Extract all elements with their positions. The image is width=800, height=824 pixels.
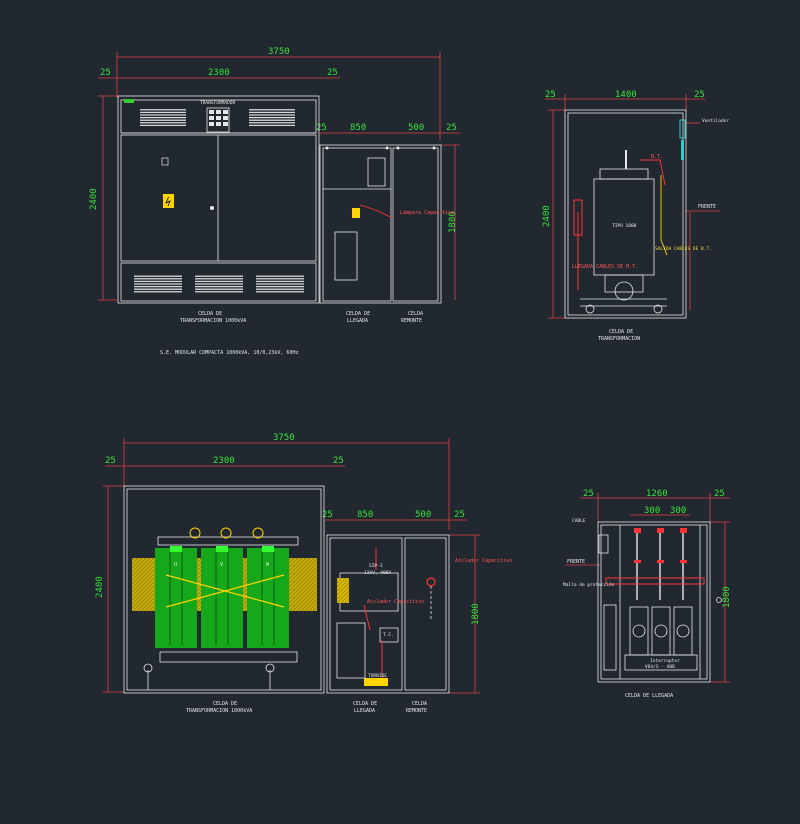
tie-label: TORNIDE [368, 673, 387, 679]
tipo-label: TIPO 1000 [612, 223, 637, 229]
side-view-top: 25 1400 25 2400 Ventilador FRENTE B.T. T… [542, 90, 729, 342]
coil-w: W [266, 562, 270, 568]
dim-left-gap-det: 25 [583, 489, 594, 499]
side-label-2: TRANSFORMACION [598, 336, 640, 342]
label-remonte-2-b: REMONTE [406, 708, 427, 714]
cable-label: CABLE [572, 518, 586, 524]
dim-500: 500 [408, 123, 424, 133]
label-transform-1-b: CELDA DE [213, 701, 237, 707]
warning-sign-icon-2 [352, 208, 360, 218]
dim-right-gap-side: 25 [694, 90, 705, 100]
label-remonte-2: REMONTE [401, 318, 422, 324]
ventilador-label: Ventilador [702, 118, 729, 124]
label-transform-1: CELDA DE [198, 311, 222, 317]
llegada-detail-bottom: 25 1260 25 300 300 1800 [563, 489, 732, 699]
dim-gap-b-b: 25 [322, 510, 333, 520]
fuse-model-2: VD4/S - ABB [645, 664, 675, 670]
dim-height-b: 2400 [95, 576, 105, 598]
side-label-1: CELDA DE [609, 329, 633, 335]
dim-total-width-b: 3750 [273, 433, 295, 443]
dim-right-gap-det: 25 [714, 489, 725, 499]
aislador-label-2: Aislador Capacitivo [455, 558, 512, 564]
dim-gap-c: 25 [446, 123, 457, 133]
frente-label: FRENTE [698, 204, 716, 210]
dim-sep-1: 300 [644, 506, 660, 516]
dim-right-gap-b: 25 [333, 456, 344, 466]
entrada-label: LLEGADA CABLES DE M.T. [572, 264, 638, 270]
label-remonte-1-b: CELDA [412, 701, 427, 707]
fuse-model: Interruptor [650, 658, 680, 664]
dim-cell-width-b: 2300 [213, 456, 235, 466]
caption: S.E. MODULAR COMPACTA 1000kVA, 10/0,23kV… [160, 350, 298, 356]
label-llegada-2-b: LLEGADA [354, 708, 375, 714]
dim-total-width: 3750 [268, 47, 290, 57]
dim-width-side: 1400 [615, 90, 637, 100]
dim-height-side: 2400 [542, 205, 552, 227]
coil-v: V [220, 562, 223, 568]
bt-label: B.T. [651, 154, 663, 160]
detail-label: CELDA DE LLEGADA [625, 693, 673, 699]
dim-left-gap-side: 25 [545, 90, 556, 100]
label-remonte-1: CELDA [408, 311, 423, 317]
dim-height-small: 1800 [448, 211, 458, 233]
dim-gap-b: 25 [316, 123, 327, 133]
dim-500-b: 500 [415, 510, 431, 520]
lamp-label: Lámpara Capacitiva [400, 209, 454, 216]
dim-gap-c-b: 25 [454, 510, 465, 520]
dim-850: 850 [350, 123, 366, 133]
label-transform-2: TRANSFORMACION 1000kVA [180, 318, 246, 324]
label-llegada-2: LLEGADA [347, 318, 368, 324]
label-transform-2-b: TRANSFORMACION 1000kVA [186, 708, 252, 714]
dim-height-small-b: 1800 [471, 603, 481, 625]
dim-sep-2: 300 [670, 506, 686, 516]
dim-left-gap: 25 [100, 68, 111, 78]
malla-label: Malla de protección [563, 581, 615, 588]
dim-cell-width: 2300 [208, 68, 230, 78]
dim-width-det: 1260 [646, 489, 668, 499]
label-llegada-1: CELDA DE [346, 311, 370, 317]
frente-label-det: FRENTE [567, 559, 585, 565]
ta-label: T.C. [383, 632, 394, 638]
aislador-label: Aislador Capacitivo [367, 599, 424, 605]
label-llegada-1-b: CELDA DE [353, 701, 377, 707]
salida-label: SALIDA CABLES DE B.T. [655, 246, 712, 252]
dim-right-gap: 25 [327, 68, 338, 78]
fuse-label-2: 12kV, 400A [364, 570, 391, 576]
plate-label: TRANSFORMADOR [200, 100, 236, 106]
fuse-label-1: SIP-3 [369, 563, 383, 569]
coil-u: U [174, 562, 177, 568]
dim-850-b: 850 [357, 510, 373, 520]
dim-height-det: 1800 [722, 586, 732, 608]
dim-left-gap-b: 25 [105, 456, 116, 466]
interior-view-bottom: 3750 25 2300 25 25 850 500 25 2400 1800 [95, 433, 512, 714]
warning-sign-icon [163, 194, 174, 208]
dim-height: 2400 [89, 188, 99, 210]
front-view-top: 3750 25 2300 25 25 850 500 25 2400 1800 [89, 47, 460, 356]
